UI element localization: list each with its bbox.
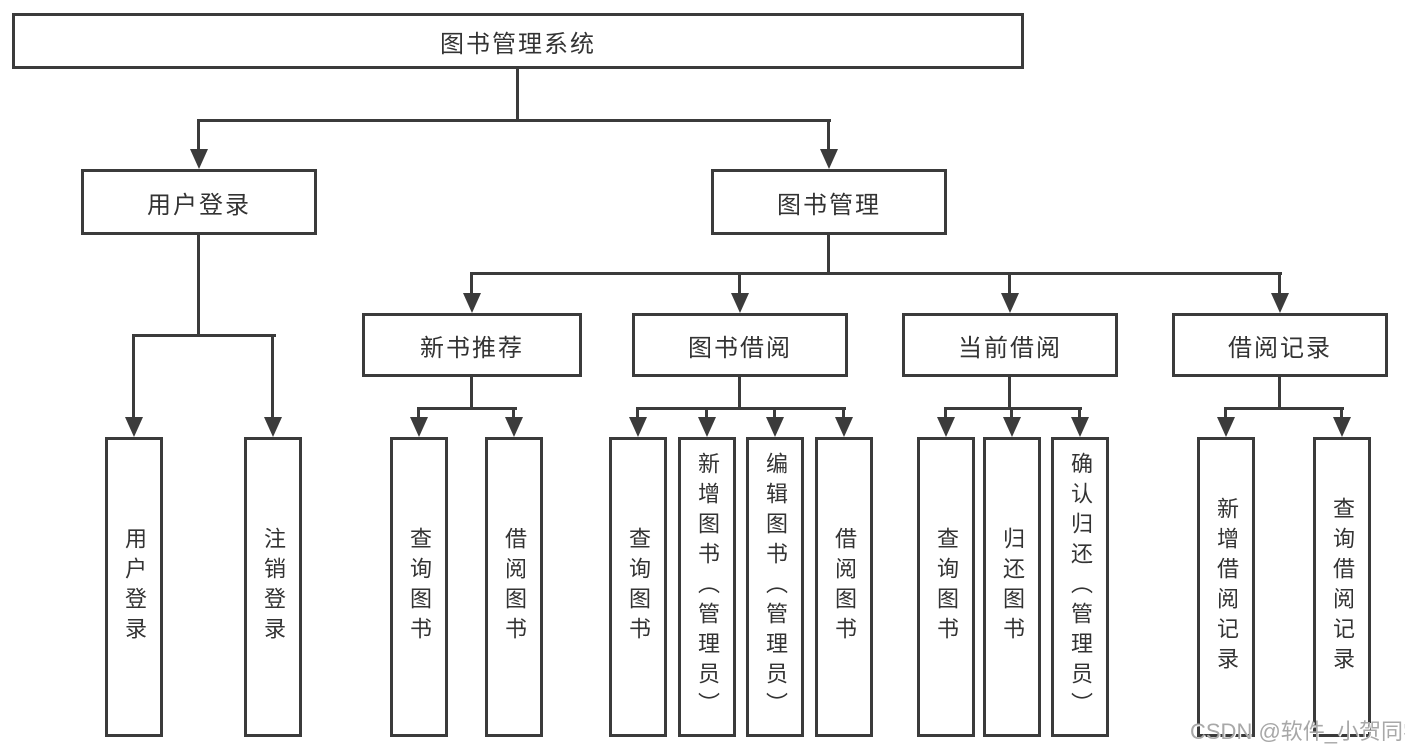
connector-borrow-records-stub xyxy=(1278,375,1281,408)
arrow-leaf-add-borrow-record xyxy=(1217,417,1235,437)
arrow-book-management xyxy=(820,149,838,169)
leaf-confirm-return-admin: 确认归还（管理员） xyxy=(1051,437,1109,737)
connector-level3-rail xyxy=(470,272,1282,275)
leaf-edit-book-admin: 编辑图书（管理员） xyxy=(746,437,804,737)
node-label: 编辑图书（管理员） xyxy=(763,452,788,722)
arrow-leaf-login xyxy=(125,417,143,437)
node-user-login: 用户登录 xyxy=(81,169,317,235)
connector-book-borrow-stub xyxy=(738,375,741,408)
connector-stem xyxy=(1078,407,1081,417)
arrow-leaf-confirm-return xyxy=(1071,417,1089,437)
node-label: 注销登录 xyxy=(261,527,286,647)
node-label: 查询图书 xyxy=(407,527,432,647)
node-label: 图书管理系统 xyxy=(440,30,596,58)
connector-stem xyxy=(1224,407,1227,417)
leaf-logout: 注销登录 xyxy=(244,437,302,737)
connector-stem xyxy=(705,407,708,417)
arrow-borrow-records xyxy=(1271,293,1289,313)
arrow-leaf-borrow-books xyxy=(835,417,853,437)
connector-new-book-rail xyxy=(417,407,517,410)
leaf-borrow-books: 借阅图书 xyxy=(815,437,873,737)
node-library-management-system: 图书管理系统 xyxy=(12,13,1024,69)
node-borrow-records: 借阅记录 xyxy=(1172,313,1388,377)
arrow-leaf-query-books xyxy=(937,417,955,437)
connector-stem xyxy=(1010,407,1013,417)
connector-leaf-logout-stem xyxy=(271,334,274,417)
node-label: 用户登录 xyxy=(147,191,251,219)
connector-borrow-records-stem xyxy=(1278,272,1281,293)
arrow-leaf-borrow-books xyxy=(505,417,523,437)
arrow-current-borrow xyxy=(1001,293,1019,313)
connector-borrow-records-rail xyxy=(1224,407,1344,410)
leaf-return-book: 归还图书 xyxy=(983,437,1041,737)
connector-stem xyxy=(636,407,639,417)
node-label: 图书借阅 xyxy=(688,334,792,362)
node-label: 归还图书 xyxy=(1000,527,1025,647)
connector-user-login-stub xyxy=(197,233,200,335)
node-new-book-recommend: 新书推荐 xyxy=(362,313,582,377)
node-label: 确认归还（管理员） xyxy=(1068,452,1093,722)
connector-current-borrow-stub xyxy=(1008,375,1011,408)
leaf-add-book-admin: 新增图书（管理员） xyxy=(678,437,736,737)
connector-root-stub xyxy=(516,69,519,120)
connector-user-login-rail xyxy=(132,334,276,337)
node-label: 借阅图书 xyxy=(502,527,527,647)
node-book-borrow: 图书借阅 xyxy=(632,313,848,377)
arrow-leaf-query-borrow-record xyxy=(1333,417,1351,437)
connector-stem xyxy=(944,407,947,417)
node-label: 当前借阅 xyxy=(958,334,1062,362)
node-label: 新增借阅记录 xyxy=(1214,497,1239,677)
connector-current-borrow-rail xyxy=(944,407,1082,410)
node-book-management: 图书管理 xyxy=(711,169,947,235)
node-label: 新书推荐 xyxy=(420,334,524,362)
leaf-user-login: 用户登录 xyxy=(105,437,163,737)
connector-current-borrow-stem xyxy=(1008,272,1011,293)
connector-book-management-stem xyxy=(827,119,830,149)
leaf-borrow-books-recommend: 借阅图书 xyxy=(485,437,543,737)
connector-leaf-login-stem xyxy=(132,334,135,417)
node-label: 查询图书 xyxy=(934,527,959,647)
connector-book-management-stub xyxy=(827,233,830,273)
leaf-query-books-recommend: 查询图书 xyxy=(390,437,448,737)
node-label: 新增图书（管理员） xyxy=(695,452,720,722)
arrow-book-borrow xyxy=(731,293,749,313)
connector-book-borrow-stem xyxy=(738,272,741,293)
node-label: 借阅记录 xyxy=(1228,334,1332,362)
arrow-leaf-return-book xyxy=(1003,417,1021,437)
leaf-query-borrow-record: 查询借阅记录 xyxy=(1313,437,1371,737)
node-label: 查询借阅记录 xyxy=(1330,497,1355,677)
arrow-new-book-recommend xyxy=(463,293,481,313)
connector-stem xyxy=(512,407,515,417)
leaf-add-borrow-record: 新增借阅记录 xyxy=(1197,437,1255,737)
node-label: 图书管理 xyxy=(777,191,881,219)
leaf-query-books-borrow: 查询图书 xyxy=(609,437,667,737)
leaf-query-books-current: 查询图书 xyxy=(917,437,975,737)
connector-new-book-stem xyxy=(470,272,473,293)
node-current-borrow: 当前借阅 xyxy=(902,313,1118,377)
connector-user-login-stem xyxy=(197,119,200,149)
connector-new-book-stub xyxy=(470,375,473,408)
connector-book-borrow-rail xyxy=(636,407,846,410)
arrow-leaf-logout xyxy=(264,417,282,437)
arrow-leaf-edit-book xyxy=(766,417,784,437)
connector-stem xyxy=(417,407,420,417)
arrow-leaf-query-books xyxy=(629,417,647,437)
arrow-leaf-query-books xyxy=(410,417,428,437)
connector-stem xyxy=(842,407,845,417)
connector-level2-rail xyxy=(197,119,831,122)
node-label: 查询图书 xyxy=(626,527,651,647)
node-label: 用户登录 xyxy=(122,527,147,647)
arrow-leaf-add-book xyxy=(698,417,716,437)
connector-stem xyxy=(1340,407,1343,417)
node-label: 借阅图书 xyxy=(832,527,857,647)
watermark-text: CSDN @软件_小贺同学 xyxy=(1190,719,1405,744)
connector-stem xyxy=(773,407,776,417)
arrow-user-login xyxy=(190,149,208,169)
